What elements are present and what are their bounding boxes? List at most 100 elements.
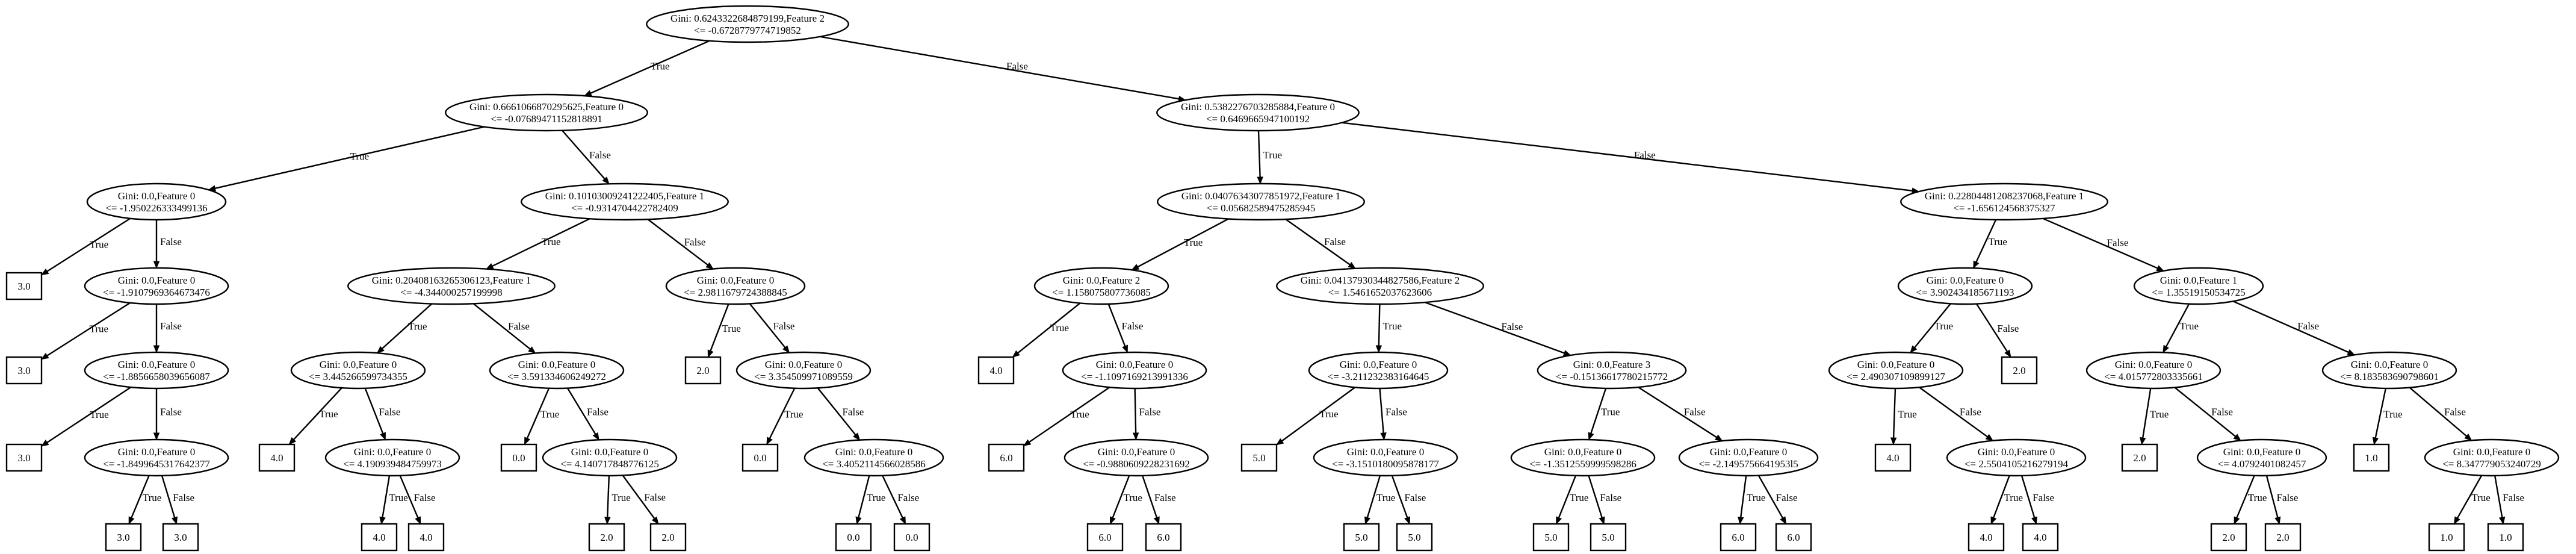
leaf-value: 2.0 xyxy=(2133,452,2146,464)
edge-label-true: True xyxy=(784,408,803,420)
edge-line xyxy=(817,387,856,435)
arrowhead-icon xyxy=(1985,434,1994,441)
split-node-n2: Gini: 0.5382276703285884,Feature 0<= 0.6… xyxy=(1156,93,1360,132)
arrowhead-icon xyxy=(40,440,49,447)
split-node-n44: Gini: 0.0,Feature 0<= 2.5504105216279194 xyxy=(1946,438,2087,477)
leaf-box xyxy=(361,523,398,552)
node-threshold-label: <= -0.6728779774719852 xyxy=(694,25,801,36)
edge-label-false: False xyxy=(842,406,864,417)
leaf-box xyxy=(2001,356,2038,385)
tree-edge-n1-n4: False xyxy=(562,129,611,185)
node-threshold-label: <= 1.35519150534725 xyxy=(2152,287,2245,298)
nodes-layer: Gini: 0.6243322684879199,Feature 2<= -0.… xyxy=(5,5,2560,552)
arrowhead-icon xyxy=(153,261,160,269)
node-gini-label: Gini: 0.5382276703285884,Feature 0 xyxy=(1181,101,1335,113)
node-gini-label: Gini: 0.0,Feature 0 xyxy=(835,446,912,458)
tree-edge-n6-n13: True xyxy=(1973,219,2007,269)
tree-edge-n3-n7: True xyxy=(40,217,131,276)
edge-line xyxy=(1588,475,1603,518)
tree-edge-n41-n61: True xyxy=(1556,475,1588,525)
leaf-value: 4.0 xyxy=(270,452,283,464)
edge-label-true: True xyxy=(1934,320,1954,332)
split-ellipse xyxy=(1033,267,1169,305)
tree-edge-n44-n65: True xyxy=(1990,475,2023,525)
node-threshold-label: <= -3.1510180095878177 xyxy=(1332,458,1439,470)
split-node-n0: Gini: 0.6243322684879199,Feature 2<= -0.… xyxy=(646,5,849,43)
leaf-box xyxy=(2210,523,2247,552)
node-gini-label: Gini: 0.0,Feature 0 xyxy=(571,446,648,458)
split-node-n14: Gini: 0.0,Feature 1<= 1.35519150534725 xyxy=(2133,267,2264,305)
split-ellipse xyxy=(489,351,625,390)
edge-label-true: True xyxy=(90,323,109,335)
split-ellipse xyxy=(1678,438,1819,477)
node-threshold-label: <= 3.902434185671193 xyxy=(1916,287,2014,298)
node-threshold-label: <= 0.6469665947100192 xyxy=(1206,113,1310,125)
split-node-n13: Gini: 0.0,Feature 0<= 3.902434185671193 xyxy=(1897,267,2033,305)
node-gini-label: Gini: 0.0,Feature 0 xyxy=(320,359,397,370)
leaf-node-n39: 5.0 xyxy=(1240,443,1278,472)
node-gini-label: Gini: 0.0,Feature 0 xyxy=(2351,359,2428,370)
edge-line xyxy=(562,129,605,179)
arrowhead-icon xyxy=(1131,264,1140,270)
arrowhead-icon xyxy=(602,176,610,185)
edge-label-true: True xyxy=(1123,492,1142,503)
edge-label-true: True xyxy=(867,492,886,503)
edge-line xyxy=(1590,388,1607,434)
tree-edge-n42-n63: True xyxy=(1738,475,1765,525)
tree-edge-n14-n28: False xyxy=(2232,300,2356,355)
edge-line xyxy=(858,475,870,518)
edge-label-true: True xyxy=(542,236,561,247)
edge-line xyxy=(1757,475,1784,519)
leaf-value: 6.0 xyxy=(1732,532,1744,543)
split-ellipse xyxy=(2085,351,2221,390)
edge-label-false: False xyxy=(1684,406,1706,418)
tree-edge-n28-n48: False xyxy=(2409,387,2472,441)
arrowhead-icon xyxy=(40,268,49,276)
edge-label-true: True xyxy=(1601,406,1620,418)
node-gini-label: Gini: 0.20408163265306123,Feature 1 xyxy=(372,275,531,286)
leaf-node-n62: 5.0 xyxy=(1590,523,1627,552)
leaf-node-n49: 3.0 xyxy=(105,523,142,552)
leaf-node-n35: 0.0 xyxy=(742,443,779,472)
leaf-node-n67: 2.0 xyxy=(2210,523,2247,552)
split-node-n1: Gini: 0.6661066870295625,Feature 0<= -0.… xyxy=(445,93,648,132)
node-gini-label: Gini: 0.0,Feature 0 xyxy=(1927,275,2004,286)
edge-label-true: True xyxy=(90,409,109,420)
leaf-node-n60: 5.0 xyxy=(1396,523,1433,552)
split-ellipse xyxy=(521,182,729,221)
edge-line xyxy=(2042,217,2158,269)
split-node-n40: Gini: 0.0,Feature 0<= -3.151018009587817… xyxy=(1313,438,1458,477)
arrowhead-icon xyxy=(1348,261,1356,269)
leaf-node-n29: 3.0 xyxy=(5,443,43,472)
tree-edge-n22-n37: True xyxy=(1023,387,1110,447)
node-threshold-label: <= 3.4052114566028586 xyxy=(822,458,926,470)
node-gini-label: Gini: 0.0,Feature 0 xyxy=(1347,446,1424,458)
tree-edge-n9-n17: True xyxy=(376,303,433,354)
edge-line xyxy=(46,387,132,443)
arrowhead-icon xyxy=(2372,437,2379,446)
edge-label-true: True xyxy=(350,151,370,162)
node-gini-label: Gini: 0.6661066870295625,Feature 0 xyxy=(469,101,624,113)
tree-edge-n1-n3: True xyxy=(208,126,485,191)
tree-edge-n20-n36: False xyxy=(817,387,864,441)
leaf-box xyxy=(5,356,43,385)
node-threshold-label: <= -1.8499645317642377 xyxy=(103,458,210,470)
arrowhead-icon xyxy=(2274,516,2281,525)
node-threshold-label: <= -1.656124568375327 xyxy=(1953,202,2055,214)
edge-label-false: False xyxy=(2277,492,2299,503)
arrowhead-icon xyxy=(782,345,790,353)
edge-label-false: False xyxy=(508,320,530,332)
node-gini-label: Gini: 0.04137930344827586,Feature 2 xyxy=(1301,275,1460,286)
split-ellipse xyxy=(445,93,648,132)
node-threshold-label: <= -0.15136617780215772 xyxy=(1556,371,1668,382)
leaf-box xyxy=(988,443,1025,472)
tree-edge-n30-n49: True xyxy=(128,475,161,525)
node-gini-label: Gini: 0.0,Feature 2 xyxy=(1063,275,1140,286)
leaf-node-n70: 1.0 xyxy=(2487,523,2524,552)
edge-line xyxy=(2456,475,2483,519)
edge-line xyxy=(46,217,131,272)
edge-line xyxy=(622,475,655,519)
edge-label-false: False xyxy=(684,236,706,247)
edge-line xyxy=(1993,475,2010,518)
